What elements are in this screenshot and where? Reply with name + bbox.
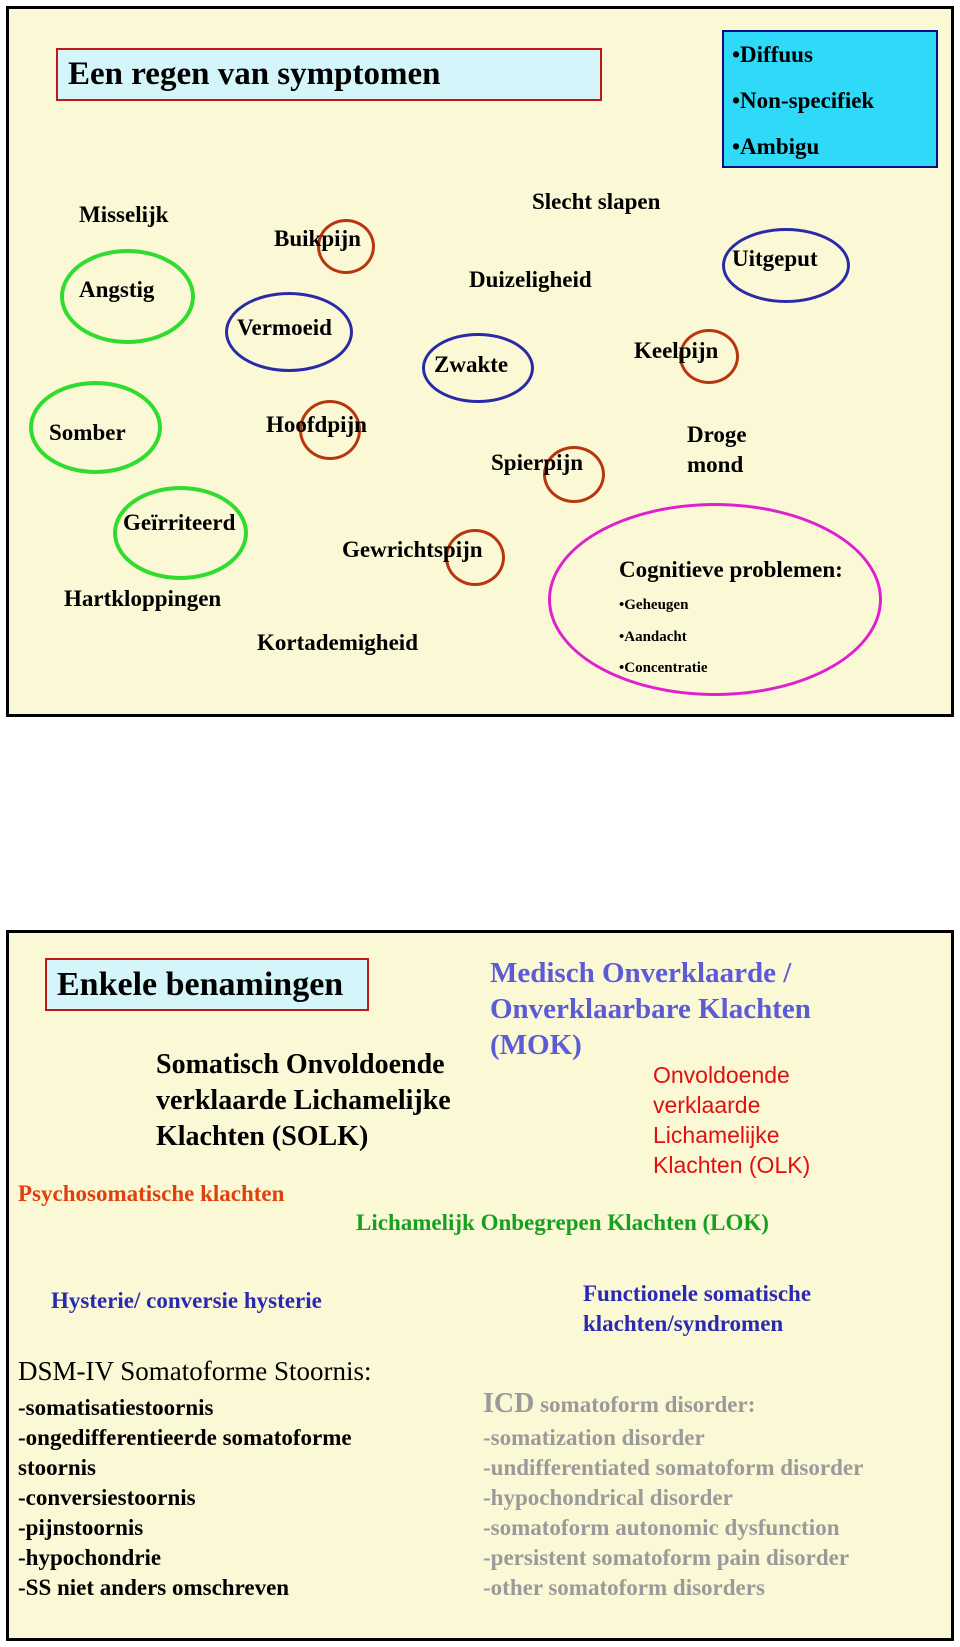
emotional-ring xyxy=(113,486,248,580)
solk-line: verklaarde Lichamelijke xyxy=(156,1085,451,1116)
solk-line: Klachten (SOLK) xyxy=(156,1121,369,1152)
solk-term: Somatisch Onvoldoende verklaarde Lichame… xyxy=(156,1047,451,1155)
slide-symptoms: Een regen van symptomen •Diffuus •Non-sp… xyxy=(6,6,954,717)
cognitive-ring xyxy=(548,503,882,696)
icd-item: -somatization disorder xyxy=(483,1425,705,1450)
pain-ring xyxy=(445,529,505,586)
dsm-item: -SS niet anders omschreven xyxy=(18,1575,290,1600)
icd-item: -persistent somatoform pain disorder xyxy=(483,1545,850,1570)
symptom-hartkloppingen: Hartkloppingen xyxy=(64,586,222,611)
emotional-ring xyxy=(60,249,195,344)
slide-title: Enkele benamingen xyxy=(45,958,369,1011)
symptom-kortademigheid: Kortademigheid xyxy=(257,630,418,655)
olk-term: Onvoldoende verklaarde Lichamelijke Klac… xyxy=(653,1060,810,1180)
symptom-uitgeput: Uitgeput xyxy=(732,246,818,271)
icd-title: ICD somatoform disorder: xyxy=(483,1388,755,1420)
dsm-item: -somatisatiestoornis xyxy=(18,1395,214,1420)
symptom-line: Droge xyxy=(687,422,747,447)
hysterie-term: Hysterie/ conversie hysterie xyxy=(51,1288,322,1313)
dsm-item: stoornis xyxy=(18,1455,96,1480)
mok-term: Medisch Onverklaarde / Onverklaarbare Kl… xyxy=(490,955,811,1063)
olk-line: verklaarde xyxy=(653,1092,761,1118)
emotional-ring xyxy=(29,381,162,474)
symptom-vermoeid: Vermoeid xyxy=(237,315,332,340)
lok-term: Lichamelijk Onbegrepen Klachten (LOK) xyxy=(356,1210,769,1235)
fatigue-ring xyxy=(422,333,534,403)
dsm-list: -somatisatiestoornis -ongedifferentieerd… xyxy=(18,1393,352,1603)
pain-ring xyxy=(317,219,375,274)
functioneel-line: Functionele somatische xyxy=(583,1281,812,1306)
symptom-droge-mond: Droge mond xyxy=(687,420,747,480)
functioneel-line: klachten/syndromen xyxy=(583,1311,784,1336)
cognitive-item: •Geheugen xyxy=(619,597,689,613)
cognitive-heading: Cognitieve problemen: xyxy=(619,557,843,582)
olk-line: Onvoldoende xyxy=(653,1062,790,1088)
icd-prefix: ICD xyxy=(483,1388,535,1419)
icd-item: -undifferentiated somatoform disorder xyxy=(483,1455,864,1480)
symptom-hoofdpijn: Hoofdpijn xyxy=(266,412,367,437)
dsm-item: -ongedifferentieerde somatoforme xyxy=(18,1425,352,1450)
cognitive-item: •Concentratie xyxy=(619,660,708,676)
icd-item: -hypochondrical disorder xyxy=(483,1485,733,1510)
mok-line: (MOK) xyxy=(490,1029,582,1061)
symptom-geirriteerd: Geïrriteerd xyxy=(123,510,236,535)
dsm-item: -conversiestoornis xyxy=(18,1485,196,1510)
mok-line: Onverklaarbare Klachten xyxy=(490,993,811,1025)
mok-line: Medisch Onverklaarde / xyxy=(490,957,792,989)
symptom-buikpijn: Buikpijn xyxy=(274,226,361,251)
symptom-misselijk: Misselijk xyxy=(79,202,169,227)
feature-item: •Ambigu xyxy=(732,134,820,159)
symptom-slecht-slapen: Slecht slapen xyxy=(532,189,661,214)
dsm-title: DSM-IV Somatoforme Stoornis: xyxy=(18,1356,372,1386)
symptom-gewrichtspijn: Gewrichtspijn xyxy=(342,537,483,562)
symptom-spierpijn: Spierpijn xyxy=(491,450,584,475)
feature-item: •Diffuus xyxy=(732,42,813,67)
symptom-keelpijn: Keelpijn xyxy=(634,338,719,363)
icd-list: -somatization disorder -undifferentiated… xyxy=(483,1423,863,1603)
cognitive-item: •Aandacht xyxy=(619,629,687,645)
functioneel-term: Functionele somatische klachten/syndrome… xyxy=(583,1279,811,1339)
features-box: •Diffuus •Non-specifiek •Ambigu xyxy=(722,30,938,168)
pain-ring xyxy=(299,400,361,460)
olk-line: Klachten (OLK) xyxy=(653,1152,811,1178)
icd-item: -somatoform autonomic dysfunction xyxy=(483,1515,840,1540)
symptom-somber: Somber xyxy=(49,420,126,445)
feature-item: •Non-specifiek xyxy=(732,88,875,113)
icd-item: -other somatoform disorders xyxy=(483,1575,765,1600)
pain-ring xyxy=(679,329,739,384)
symptom-line: mond xyxy=(687,452,744,477)
symptom-angstig: Angstig xyxy=(79,277,155,302)
fatigue-ring xyxy=(225,292,353,372)
symptom-zwakte: Zwakte xyxy=(434,352,509,377)
slide-title: Een regen van symptomen xyxy=(56,48,602,101)
symptom-duizeligheid: Duizeligheid xyxy=(469,267,592,292)
psycho-term: Psychosomatische klachten xyxy=(18,1181,285,1206)
dsm-item: -hypochondrie xyxy=(18,1545,162,1570)
solk-line: Somatisch Onvoldoende xyxy=(156,1049,445,1080)
pain-ring xyxy=(543,446,605,503)
dsm-item: -pijnstoornis xyxy=(18,1515,144,1540)
olk-line: Lichamelijke xyxy=(653,1122,780,1148)
slide-names: Enkele benamingen Medisch Onverklaarde /… xyxy=(6,930,954,1641)
icd-title-text: somatoform disorder: xyxy=(534,1392,756,1417)
fatigue-ring xyxy=(722,228,850,303)
